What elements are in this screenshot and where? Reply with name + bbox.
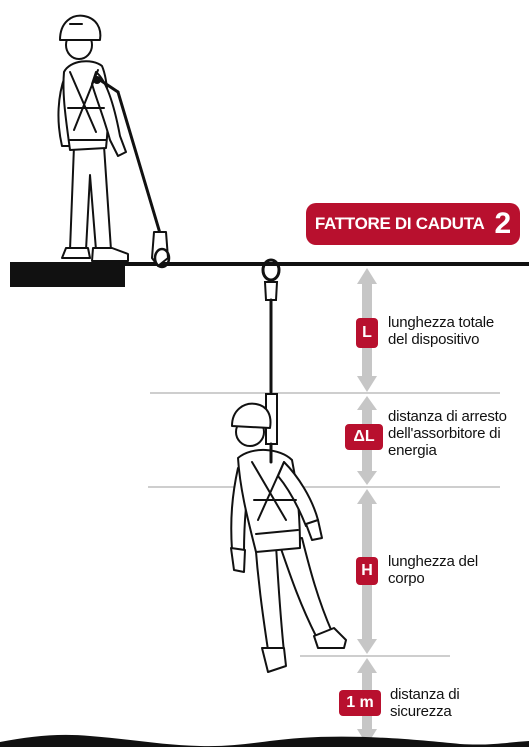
symbol-delta-l: ΔL — [345, 424, 383, 450]
fall-factor-number: 2 — [494, 207, 512, 240]
label-line: distanza di arresto — [388, 408, 507, 425]
label-line: del dispositivo — [388, 331, 480, 348]
label-line: sicurezza — [390, 703, 452, 720]
symbol-1m: 1 m — [339, 690, 381, 716]
arrow-1m-head-up — [357, 658, 377, 673]
arrow-h-head-up — [357, 489, 377, 504]
label-line: distanza di — [390, 686, 460, 703]
label-line: lunghezza totale — [388, 314, 495, 331]
platform-block — [10, 262, 125, 287]
arrow-dl-head-up — [357, 396, 377, 410]
symbol-l: L — [356, 318, 378, 348]
fall-factor-title: FATTORE DI CADUTA — [314, 214, 485, 233]
label-body-length: lunghezza del corpo — [388, 553, 478, 587]
label-safety-distance: distanza di sicurezza — [390, 686, 460, 720]
arrow-h-head-down — [357, 639, 377, 654]
standing-worker — [57, 14, 171, 269]
label-total-length: lunghezza totale del dispositivo — [388, 314, 494, 348]
arrow-l-head-down — [357, 376, 377, 392]
arrow-dl-head-down — [357, 471, 377, 485]
ground — [0, 734, 529, 747]
label-line: lunghezza del — [388, 553, 478, 570]
hanging-worker — [230, 402, 347, 673]
label-arrest-distance: distanza di arresto dell'assorbitore di … — [388, 408, 507, 459]
symbol-h: H — [356, 557, 378, 585]
arrow-l-head-up — [357, 268, 377, 284]
label-line: corpo — [388, 570, 425, 587]
label-line: energia — [388, 442, 437, 459]
fall-factor-badge: FATTORE DI CADUTA 2 — [306, 203, 520, 245]
label-line: dell'assorbitore di — [388, 425, 501, 442]
arrow-1m-head-down — [357, 729, 377, 745]
